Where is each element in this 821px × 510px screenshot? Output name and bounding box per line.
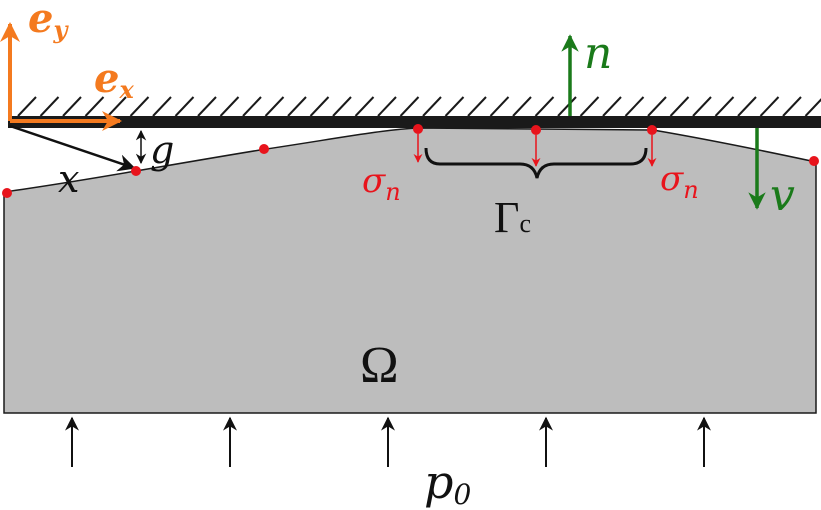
boundary-node: [131, 166, 141, 176]
label-v: v: [770, 170, 795, 221]
hatch-line: [512, 96, 532, 117]
hatch-line: [17, 96, 37, 117]
hatch-line: [557, 96, 577, 117]
label-ey-sub: y: [52, 15, 69, 44]
hatch-line: [602, 96, 622, 117]
hatch-line: [579, 96, 600, 117]
rigid-plate: [8, 116, 821, 128]
hatch-line: [84, 96, 105, 117]
hatch-line: [152, 96, 172, 117]
label-omega: Ω: [360, 337, 399, 394]
hatch-line: [692, 96, 712, 117]
hatch-line: [647, 96, 667, 117]
label-sigma-right-main: σ: [660, 159, 684, 199]
label-ex-main: e: [94, 55, 119, 102]
contact-points: [2, 124, 819, 198]
label-x: x: [58, 157, 79, 201]
label-sigma-left: σn: [362, 161, 401, 206]
label-ey: ey: [28, 0, 69, 44]
hatch-line: [129, 96, 150, 117]
label-p0: p0: [424, 455, 471, 510]
boundary-node: [809, 156, 819, 166]
contact-zone-brace: [424, 147, 648, 179]
hatch-line: [264, 96, 285, 117]
hatch-line: [197, 96, 217, 117]
hatch-line: [242, 96, 262, 117]
hatch-line: [737, 96, 757, 117]
contact-tractions: [413, 134, 657, 167]
hatch-line: [422, 96, 442, 117]
hatch-line: [219, 96, 240, 117]
hatch-line: [39, 96, 60, 117]
hatch-line: [377, 96, 397, 117]
boundary-node: [259, 144, 269, 154]
hatch-line: [467, 96, 487, 117]
hatch-line: [804, 98, 821, 117]
hatch-line: [759, 96, 780, 117]
hatch-line: [332, 96, 352, 117]
contact-node: [647, 125, 657, 135]
deformable-body: [3, 127, 817, 414]
hatch-line: [287, 96, 307, 117]
rigid-obstacle-hatching: [17, 96, 821, 117]
label-n: n: [584, 28, 612, 79]
hatch-line: [489, 96, 510, 117]
hatch-line: [714, 96, 735, 117]
hatch-line: [62, 96, 82, 117]
label-sigma-right: σn: [660, 159, 699, 204]
hatch-line: [174, 96, 195, 117]
boundary-node: [2, 188, 12, 198]
label-gamma-c: Γc: [494, 193, 531, 242]
label-sigma-left-main: σ: [362, 161, 386, 201]
hatch-line: [669, 96, 690, 117]
label-g: g: [150, 128, 174, 172]
label-gamma-sub: c: [519, 209, 531, 238]
pressure-arrows: [65, 416, 711, 467]
label-p0-main: p: [424, 455, 453, 509]
hatch-line: [354, 96, 375, 117]
hatch-line: [624, 96, 645, 117]
contact-node: [531, 125, 541, 135]
position-vector-arrow: [9, 124, 136, 172]
hatch-line: [309, 96, 330, 117]
hatch-line: [782, 96, 802, 117]
label-ey-main: e: [28, 0, 53, 42]
label-gamma-main: Γ: [494, 193, 519, 242]
hatch-line: [444, 96, 465, 117]
label-p0-sub: 0: [453, 478, 471, 510]
label-ex: ex: [94, 55, 134, 104]
hatch-line: [399, 96, 420, 117]
label-ex-sub: x: [118, 75, 134, 104]
contact-node: [413, 124, 423, 134]
hatch-line: [534, 96, 555, 117]
label-sigma-right-sub: n: [683, 176, 698, 204]
label-sigma-left-sub: n: [385, 178, 400, 206]
